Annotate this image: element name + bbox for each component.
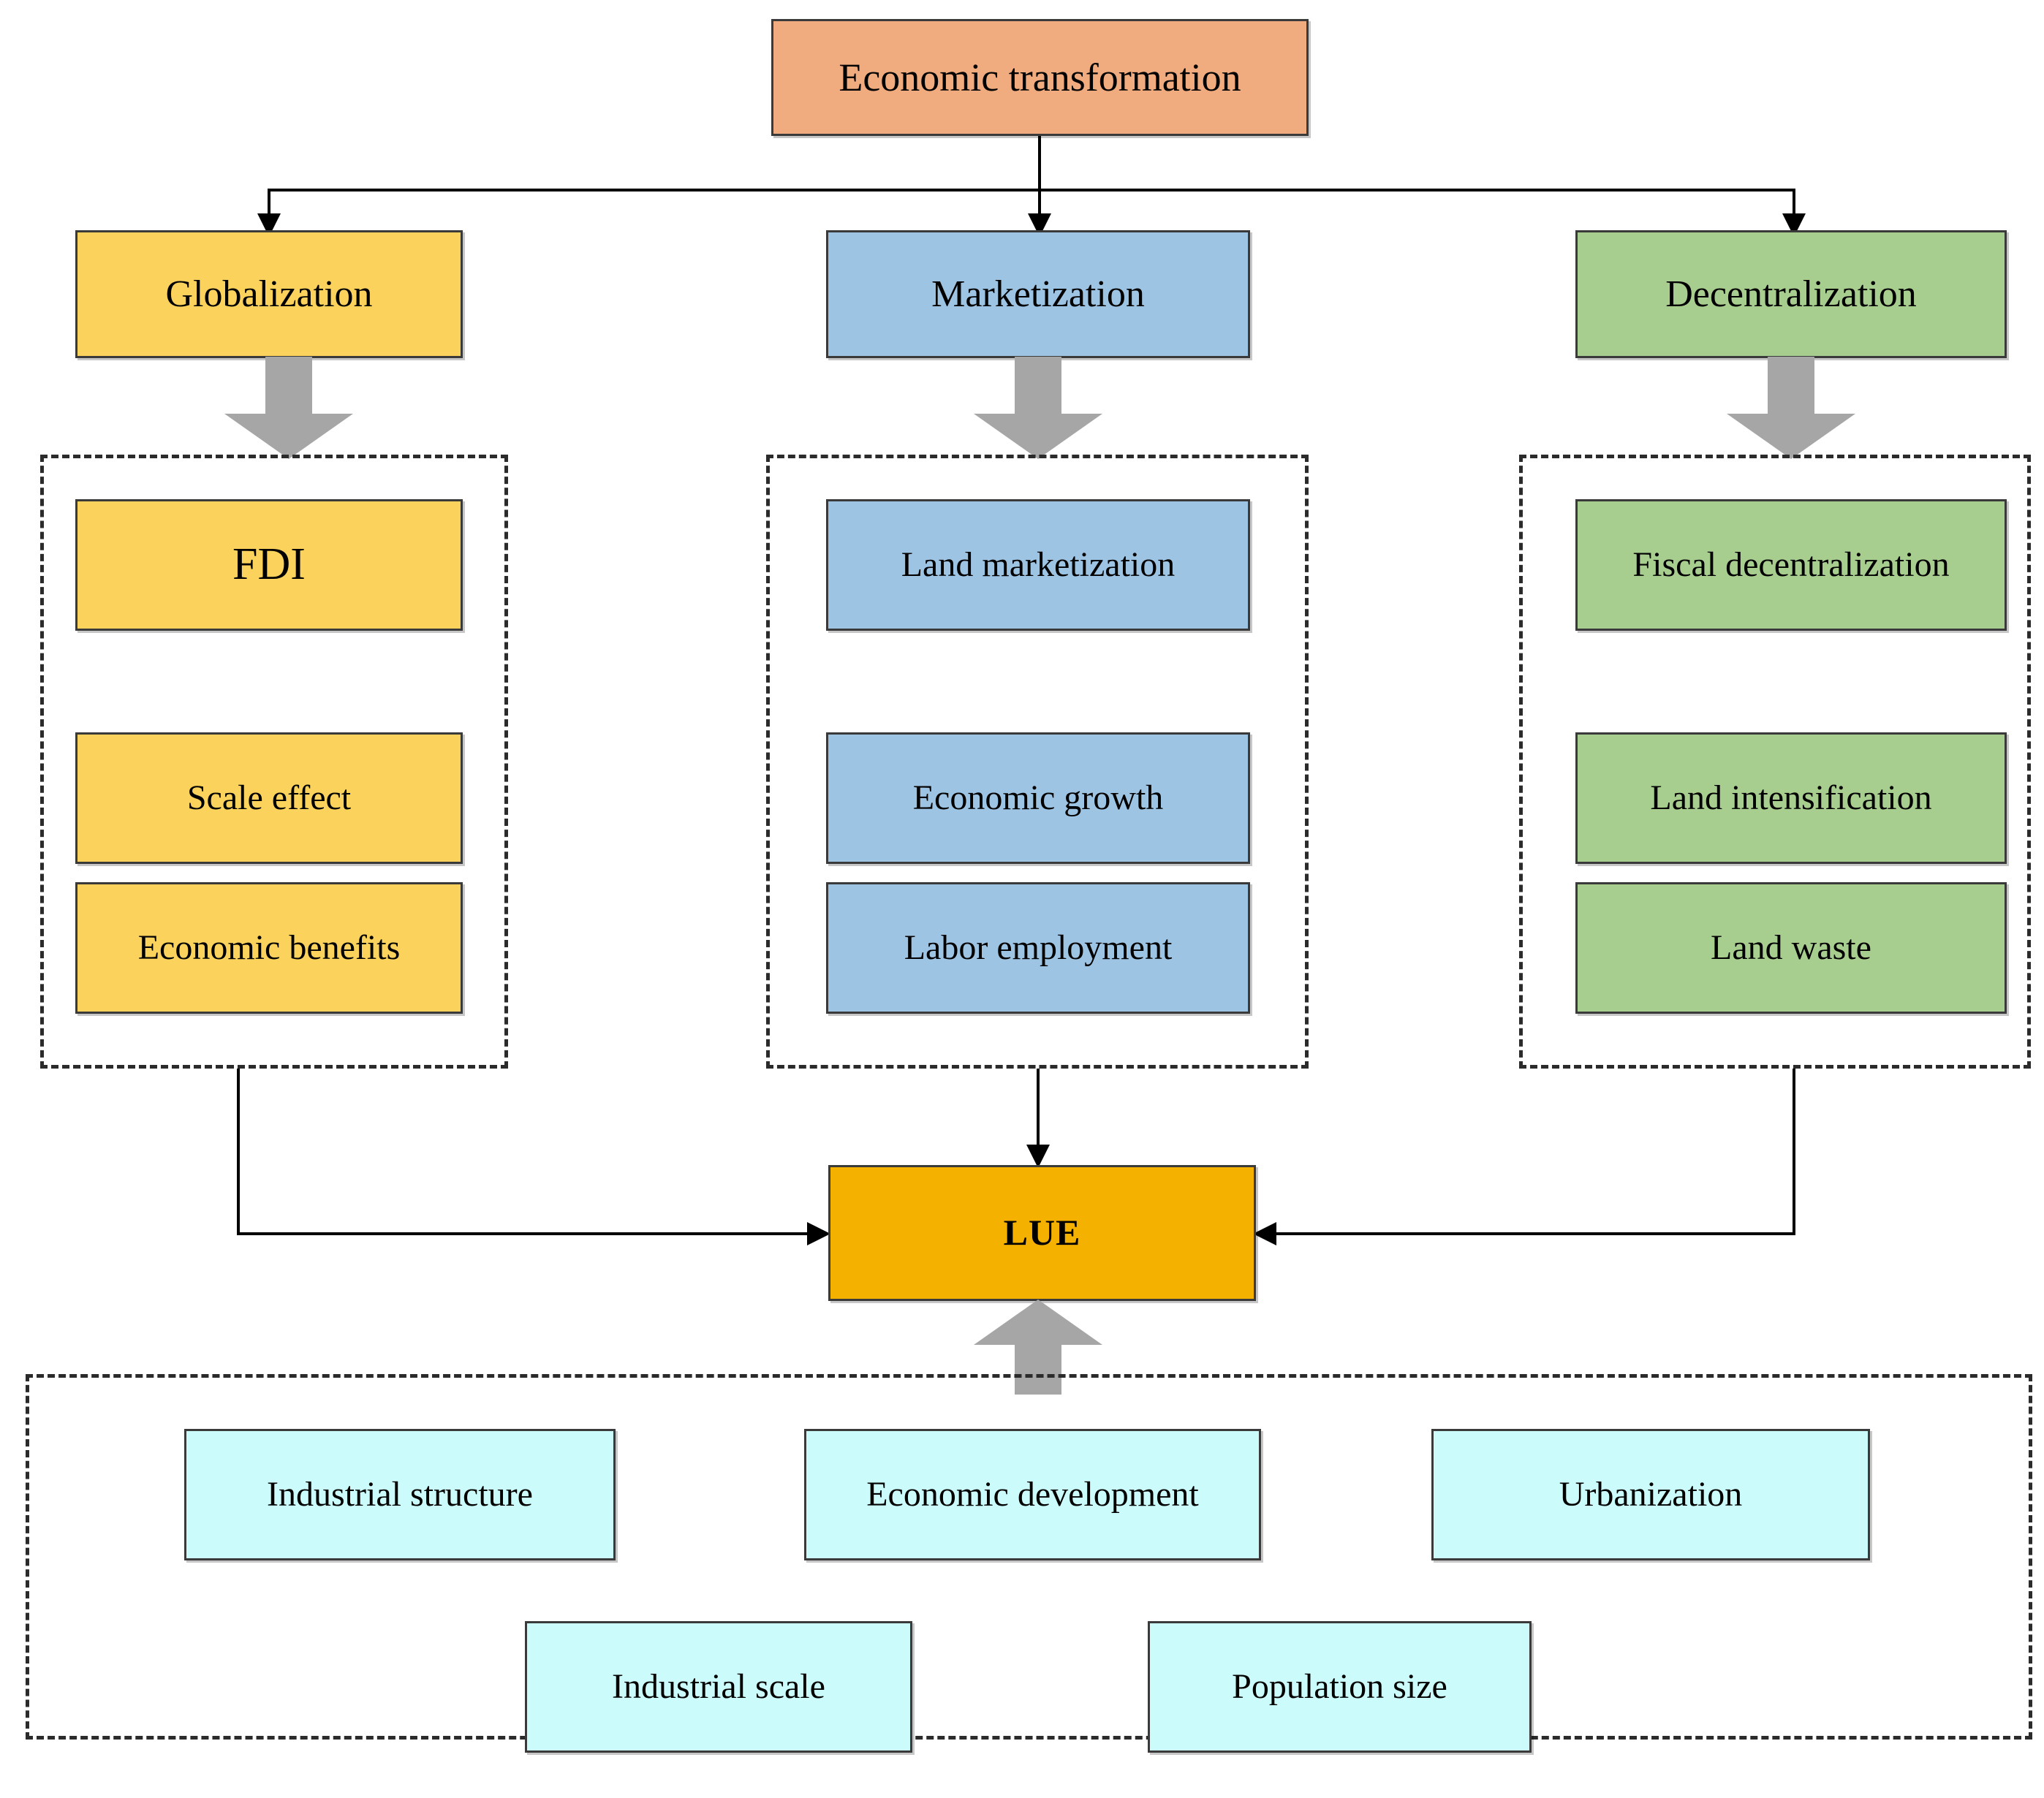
connector-drop-right [1793,189,1795,219]
node-marketization: Marketization [826,230,1250,358]
connector-left-horiz [237,1232,814,1235]
node-economic-development: Economic development [804,1429,1261,1560]
connector-left-vert [237,1069,240,1235]
arrowhead-mid-to-lue [1026,1145,1050,1168]
node-decentralization: Decentralization [1575,230,2007,358]
arrowhead-right-to-lue [1253,1222,1276,1245]
node-label: Economic benefits [137,928,401,968]
block-arrow-globalization-down [224,357,353,459]
arrowhead-left-to-lue [807,1222,830,1245]
node-economic-transformation: Economic transformation [771,19,1309,136]
node-label: Economic development [866,1475,1199,1514]
node-label: Globalization [165,273,373,315]
connector-mid-vert [1037,1069,1040,1149]
node-label: Fiscal decentralization [1632,545,1950,585]
node-scale-effect: Scale effect [75,732,463,864]
connector-right-horiz [1272,1232,1795,1235]
arrowhead-to-globalization [257,213,281,237]
node-label: Economic transformation [839,55,1241,99]
block-arrow-marketization-down [974,357,1102,459]
group-globalization [40,455,508,1069]
group-control-variables [26,1374,2032,1740]
node-population-size: Population size [1148,1621,1532,1753]
group-marketization [766,455,1309,1069]
arrowhead-to-decentralization [1782,213,1806,237]
node-label: FDI [232,539,306,590]
connector-top-stem [1038,136,1041,191]
node-label: Population size [1232,1667,1447,1707]
connector-drop-left [268,189,270,219]
connector-drop-mid [1038,189,1041,219]
node-land-marketization: Land marketization [826,499,1250,631]
block-arrow-decentralization-down [1727,357,1855,459]
node-industrial-structure: Industrial structure [184,1429,616,1560]
node-land-waste: Land waste [1575,882,2007,1014]
group-decentralization [1519,455,2031,1069]
node-urbanization: Urbanization [1431,1429,1870,1560]
node-lue: LUE [828,1165,1256,1301]
node-fiscal-decentralization: Fiscal decentralization [1575,499,2007,631]
node-label: Land waste [1711,928,1871,968]
node-label: Land marketization [901,545,1176,585]
node-globalization: Globalization [75,230,463,358]
node-land-intensification: Land intensification [1575,732,2007,864]
node-economic-growth: Economic growth [826,732,1250,864]
node-label: Land intensification [1650,778,1932,818]
node-label: Labor employment [904,928,1173,968]
node-fdi: FDI [75,499,463,631]
node-economic-benefits: Economic benefits [75,882,463,1014]
node-label: Marketization [931,273,1145,315]
node-industrial-scale: Industrial scale [525,1621,912,1753]
node-label: Industrial structure [267,1475,533,1514]
node-label: Decentralization [1665,273,1917,315]
node-label: LUE [1003,1212,1081,1253]
arrowhead-to-marketization [1028,213,1051,237]
node-labor-employment: Labor employment [826,882,1250,1014]
node-label: Economic growth [912,778,1164,818]
connector-right-vert [1793,1069,1795,1235]
node-label: Industrial scale [612,1667,825,1707]
node-label: Scale effect [186,778,352,818]
block-arrow-controls-up [974,1300,1102,1395]
connector-top-bus [268,189,1795,191]
node-label: Urbanization [1559,1475,1743,1514]
